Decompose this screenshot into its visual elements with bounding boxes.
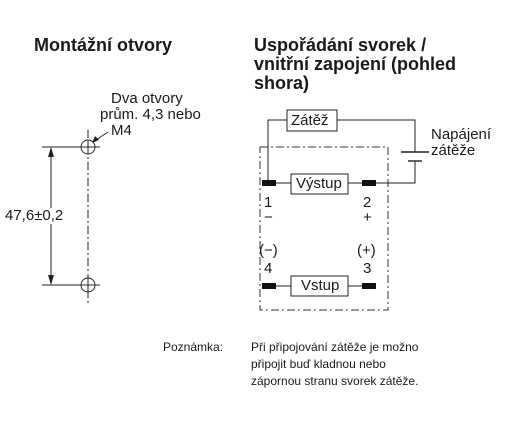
relay-outline — [259, 146, 389, 311]
output-label: Výstup — [296, 175, 342, 192]
output-box — [290, 173, 349, 195]
supply-wire-down — [370, 161, 416, 184]
load-wire-left — [267, 119, 287, 183]
terminal-2-number: 2 — [363, 194, 372, 211]
note-line-3: zápornou stranu svorek zátěže. — [251, 374, 419, 388]
hole-label-line-1: Dva otvory — [111, 90, 183, 107]
terminal-arrangement-title-line-2: vnitřní zapojení (pohled — [254, 54, 456, 74]
terminal-1-number: 1 — [264, 194, 273, 211]
dimension-arrow-up-icon — [48, 147, 54, 157]
hole-label-line-3: M4 — [111, 122, 132, 139]
terminal-arrangement-title-line-3: shora) — [254, 73, 310, 93]
terminal-4 — [262, 283, 276, 289]
terminal-3-number: 3 — [363, 260, 372, 277]
note-label: Poznámka: — [163, 340, 224, 354]
load-wire-right — [337, 119, 416, 152]
terminal-3 — [362, 283, 376, 289]
terminal-1-sign: − — [264, 209, 273, 226]
terminal-1 — [262, 180, 276, 186]
note-line-2: připojit buď kladnou nebo — [251, 357, 386, 371]
terminal-4-number: 4 — [264, 260, 273, 277]
load-label: Zátěž — [291, 112, 329, 129]
dimension-arrow-down-icon — [48, 275, 54, 285]
note-line-1: Při připojování zátěže je možno — [251, 340, 419, 354]
terminal-2-sign: + — [363, 209, 372, 226]
terminal-2 — [362, 180, 376, 186]
hole-label-line-2: prům. 4,3 nebo — [100, 106, 201, 123]
supply-label-line-1: Napájení — [431, 126, 492, 143]
terminal-3-sign: (+) — [357, 242, 376, 259]
terminal-4-sign: (−) — [259, 242, 278, 259]
input-label: Vstup — [301, 277, 340, 294]
dimension-label: 47,6±0,2 — [4, 207, 65, 224]
mounting-holes-title: Montážní otvory — [34, 35, 172, 55]
supply-label-line-2: zátěže — [431, 142, 476, 159]
terminal-arrangement-title-line-1: Uspořádání svorek / — [254, 35, 427, 55]
